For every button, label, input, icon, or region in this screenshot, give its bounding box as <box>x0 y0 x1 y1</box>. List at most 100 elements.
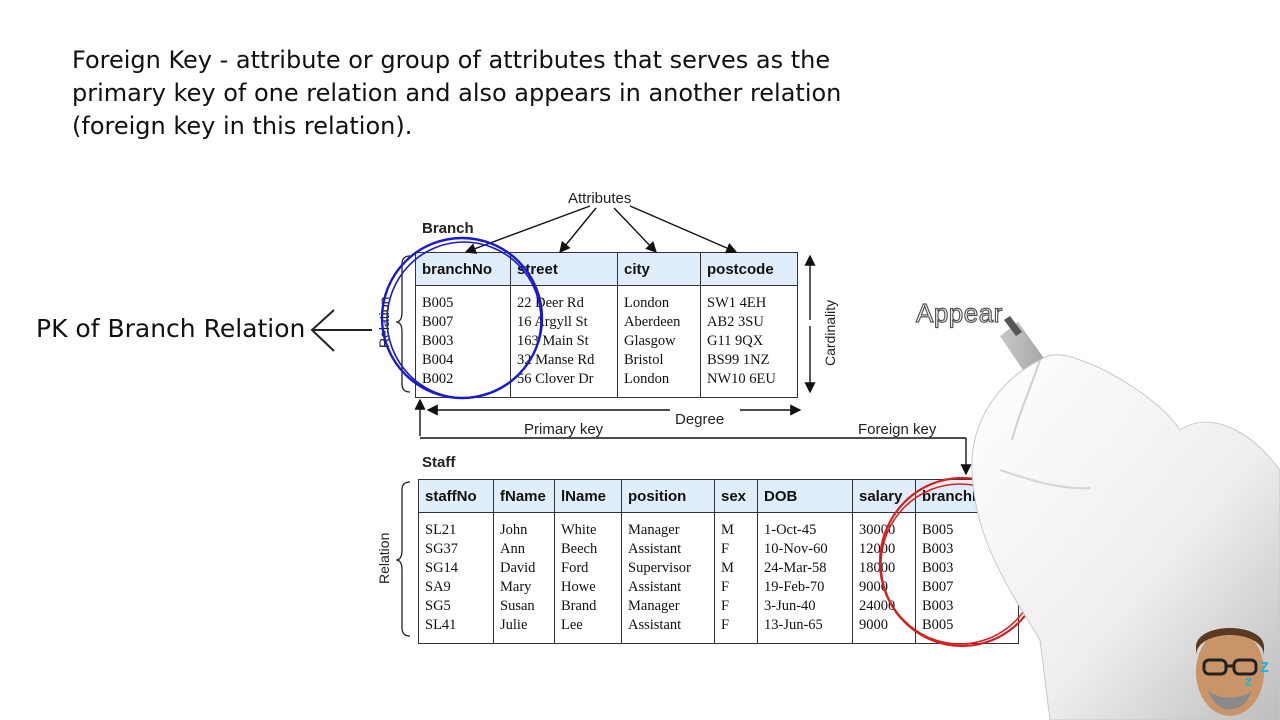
staff-table-name: Staff <box>422 454 456 471</box>
staff-table-cell: 24000 <box>852 597 916 616</box>
branch-table-cell: G11 9QX <box>700 332 798 351</box>
staff-table-cell: Assistant <box>621 578 715 597</box>
staff-table-cell: B007 <box>915 578 1019 597</box>
hand-icon <box>971 316 1280 720</box>
branch-column-header: street <box>510 252 618 286</box>
branch-column-header: city <box>617 252 701 286</box>
staff-table-cell: 19-Feb-70 <box>757 578 853 597</box>
definition-line-3: (foreign key in this relation). <box>72 112 413 140</box>
staff-table-cell: B003 <box>915 559 1019 578</box>
staff-table-cell: Manager <box>621 597 715 616</box>
staff-table-cell: SA9 <box>418 578 494 597</box>
branch-relation-brace <box>395 255 411 393</box>
branch-table-cell: B005 <box>415 285 511 313</box>
staff-table-cell: Assistant <box>621 540 715 559</box>
staff-table-cell: SG37 <box>418 540 494 559</box>
staff-column-header: lName <box>554 479 622 513</box>
branch-table-cell: London <box>617 370 701 398</box>
staff-table-cell: M <box>714 512 758 540</box>
staff-table-cell: F <box>714 578 758 597</box>
staff-table-cell: 13-Jun-65 <box>757 616 853 644</box>
staff-table-cell: Susan <box>493 597 555 616</box>
staff-table-cell: 3-Jun-40 <box>757 597 853 616</box>
branch-table-cell: B004 <box>415 351 511 370</box>
staff-column-header: staffNo <box>418 479 494 513</box>
staff-column-header: fName <box>493 479 555 513</box>
staff-table-cell: Supervisor <box>621 559 715 578</box>
staff-column-header: sex <box>714 479 758 513</box>
staff-table-cell: F <box>714 597 758 616</box>
branch-table-cell: 22 Deer Rd <box>510 285 618 313</box>
definition-text: Foreign Key - attribute or group of attr… <box>72 44 872 143</box>
pk-highlight-circle <box>380 236 544 400</box>
staff-relation-brace <box>395 481 411 637</box>
staff-table-cell: Howe <box>554 578 622 597</box>
handwriting-text: Appear <box>915 297 1003 328</box>
avatar-icon: z z <box>1196 628 1269 716</box>
staff-table-cell: Assistant <box>621 616 715 644</box>
primary-key-label: Primary key <box>524 421 604 438</box>
staff-column-header: DOB <box>757 479 853 513</box>
branch-table-cell: London <box>617 285 701 313</box>
staff-table-cell: 9000 <box>852 616 916 644</box>
branch-table-cell: AB2 3SU <box>700 313 798 332</box>
branch-table-cell: 32 Manse Rd <box>510 351 618 370</box>
branch-column-header: postcode <box>700 252 798 286</box>
branch-column-header: branchNo <box>415 252 511 286</box>
pk-label: PK of Branch Relation <box>36 314 306 343</box>
staff-table-cell: SL41 <box>418 616 494 644</box>
staff-table-cell: Mary <box>493 578 555 597</box>
staff-table-cell: F <box>714 616 758 644</box>
staff-table-cell: 12000 <box>852 540 916 559</box>
branch-table-cell: Aberdeen <box>617 313 701 332</box>
branch-table-cell: BS99 1NZ <box>700 351 798 370</box>
staff-table-cell: Beech <box>554 540 622 559</box>
staff-table-cell: 10-Nov-60 <box>757 540 853 559</box>
attribute-arrows <box>464 205 738 254</box>
branch-table-cell: SW1 4EH <box>700 285 798 313</box>
svg-text:z: z <box>1245 673 1252 689</box>
branch-table-name: Branch <box>422 220 474 237</box>
staff-table-cell: 18000 <box>852 559 916 578</box>
key-connector <box>414 398 972 476</box>
branch-table-cell: B007 <box>415 313 511 332</box>
staff-column-header: salary <box>852 479 916 513</box>
attributes-label: Attributes <box>568 190 632 207</box>
staff-table-cell: Ford <box>554 559 622 578</box>
branch-table-cell: 16 Argyll St <box>510 313 618 332</box>
staff-table-cell: SL21 <box>418 512 494 540</box>
staff-table-cell: SG14 <box>418 559 494 578</box>
branch-table-cell: Bristol <box>617 351 701 370</box>
staff-table-cell: Manager <box>621 512 715 540</box>
staff-table-cell: Lee <box>554 616 622 644</box>
staff-table-cell: Brand <box>554 597 622 616</box>
staff-table-cell: White <box>554 512 622 540</box>
staff-table-cell: 24-Mar-58 <box>757 559 853 578</box>
branch-table-cell: NW10 6EU <box>700 370 798 398</box>
definition-line-1: Foreign Key - attribute or group of attr… <box>72 46 831 74</box>
degree-label: Degree <box>675 411 725 428</box>
foreign-key-label: Foreign key <box>858 421 937 438</box>
staff-table-cell: F <box>714 540 758 559</box>
svg-text:z: z <box>1260 656 1269 676</box>
staff-table-cell: M <box>714 559 758 578</box>
branch-table-cell: Glasgow <box>617 332 701 351</box>
staff-table-cell: B003 <box>915 597 1019 616</box>
pk-arrow <box>310 309 372 352</box>
staff-table-cell: Julie <box>493 616 555 644</box>
staff-column-header: position <box>621 479 715 513</box>
branch-table-cell: 56 Clover Dr <box>510 370 618 398</box>
